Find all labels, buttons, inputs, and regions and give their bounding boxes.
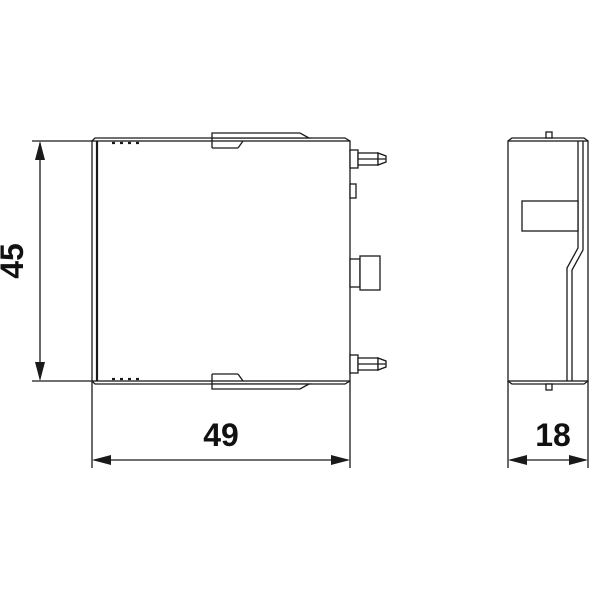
height-label: 45 — [0, 243, 30, 279]
dimension-depth: 18 — [507, 381, 589, 468]
front-view — [91, 132, 387, 390]
top-latch — [211, 132, 312, 139]
depth-arrow-right — [569, 455, 588, 465]
height-arrow-top — [35, 141, 45, 160]
front-body — [91, 140, 351, 382]
side-view — [507, 131, 589, 391]
width-arrow-right — [331, 455, 350, 465]
top-contact-pin — [349, 149, 387, 169]
bottom-contact-pin — [349, 354, 387, 374]
middle-connector — [349, 255, 381, 291]
side-tab — [349, 183, 357, 199]
side-bottom-pin — [545, 383, 553, 391]
side-inner-contour-2 — [566, 141, 579, 381]
indicator-window — [521, 200, 579, 232]
height-arrow-bottom — [35, 362, 45, 381]
side-top-pin — [545, 131, 553, 139]
depth-arrow-left — [508, 455, 527, 465]
depth-label: 18 — [535, 417, 571, 453]
side-inner-contour — [571, 141, 584, 381]
width-label: 49 — [203, 417, 239, 453]
side-body — [507, 140, 589, 382]
dimension-height: 45 — [0, 140, 92, 382]
dimension-width: 49 — [91, 381, 351, 468]
width-arrow-left — [92, 455, 111, 465]
bottom-latch — [211, 383, 312, 390]
